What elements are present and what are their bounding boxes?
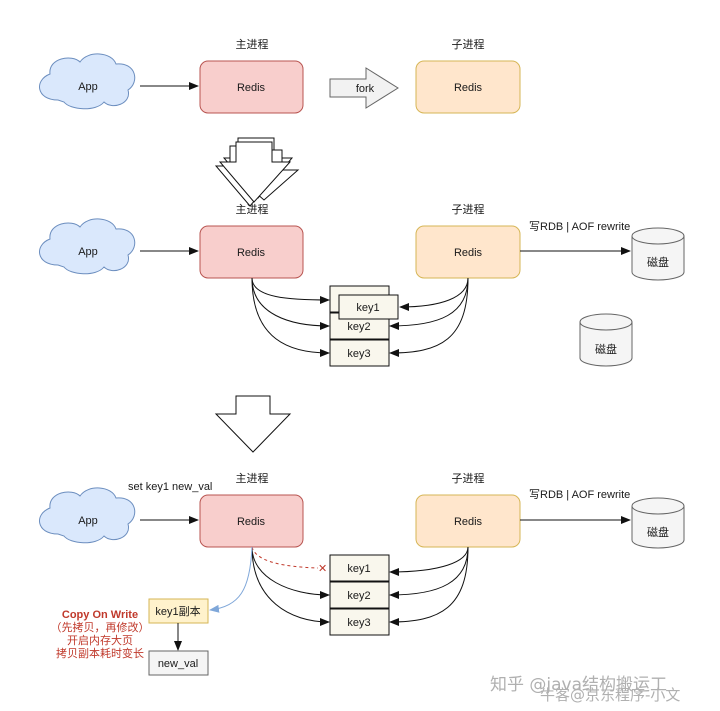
cow-title: Copy On Write — [62, 609, 138, 621]
flow-down-arrow-2 — [214, 395, 292, 453]
main-process-label-3: 主进程 — [236, 472, 269, 485]
new-val-label: new_val — [158, 658, 198, 670]
cow-line2: 开启内存大页 — [67, 633, 133, 647]
arrow-main-to-copy — [209, 546, 253, 613]
main-to-keys-arrows-3 — [251, 546, 330, 626]
watermark-line1: 知乎 @java结构搬运工 — [490, 675, 667, 695]
key3-label-2: key3 — [347, 348, 370, 360]
redis-child-box-3: Redis — [415, 494, 521, 548]
cow-line3: 拷贝副本耗时变长 — [56, 646, 144, 660]
key1-copy-label: key1副本 — [155, 604, 200, 618]
watermark-line2: 牛客@京东程序-小文 — [540, 686, 680, 704]
child-process-label-2: 子进程 — [452, 203, 485, 216]
broken-link-x-mark: ✕ — [318, 562, 327, 575]
key-stack-2: key1 key2 key3 — [329, 285, 399, 367]
redis-child-box-1: Redis — [415, 60, 521, 114]
write-rdb-label-3: 写RDB | AOF rewrite — [529, 489, 630, 501]
fork-arrow: fork — [329, 67, 399, 109]
redis-main-box-3: Redis — [199, 494, 304, 548]
disk-cylinder-3: 磁盘 — [631, 497, 685, 549]
redis-main-label-1: Redis — [237, 82, 266, 94]
write-rdb-label-2: 写RDB | AOF rewrite — [529, 221, 630, 233]
cow-line1: （先拷贝，再修改） — [51, 620, 150, 634]
child-process-label-1: 子进程 — [452, 38, 485, 51]
key-stack-3: key1 key2 key3 — [329, 554, 390, 636]
main-to-keys-arrows-2 — [251, 277, 330, 357]
redis-child-label-1: Redis — [454, 82, 483, 94]
key1-box-2 — [338, 294, 399, 320]
key2-box-3 — [329, 581, 390, 609]
app-cloud-3: App — [39, 487, 136, 544]
key3-label-3: key3 — [347, 617, 370, 629]
app-label-1: App — [78, 81, 98, 93]
main-process-label-1: 主进程 — [236, 38, 269, 51]
app-label-2: App — [78, 246, 98, 258]
redis-main-label-3: Redis — [237, 516, 266, 528]
broken-link-key1 — [251, 546, 319, 569]
app-label-3: App — [78, 515, 98, 527]
flow-down-arrow-1 — [214, 137, 300, 207]
key1-label-2: key1 — [356, 302, 379, 314]
key3-box-3 — [329, 608, 390, 636]
redis-main-box-1: Redis — [199, 60, 304, 114]
main-process-label-2: 主进程 — [236, 203, 269, 216]
redis-child-label-2: Redis — [454, 247, 483, 259]
disk-cylinder-extra: 磁盘 — [579, 313, 633, 367]
redis-child-label-3: Redis — [454, 516, 483, 528]
set-command-label: set key1 new_val — [128, 481, 212, 493]
disk-label-3: 磁盘 — [647, 525, 669, 539]
redis-child-box-2: Redis — [415, 225, 521, 279]
fork-label: fork — [356, 83, 375, 95]
disk-label-extra: 磁盘 — [595, 342, 617, 356]
app-cloud-1: App — [39, 53, 136, 110]
disk-label-2: 磁盘 — [647, 255, 669, 269]
child-to-keys-arrows-3 — [389, 546, 469, 626]
key1-copy-box: key1副本 — [148, 598, 209, 624]
disk-cylinder-2: 磁盘 — [631, 227, 685, 281]
key2-label-2: key2 — [347, 321, 370, 333]
key1-box-3 — [329, 554, 390, 582]
key3-box-2 — [329, 339, 390, 367]
app-cloud-2: App — [39, 218, 136, 275]
cow-note: Copy On Write （先拷贝，再修改） 开启内存大页 拷贝副本耗时变长 — [51, 609, 150, 660]
key2-label-3: key2 — [347, 590, 370, 602]
redis-main-box-2: Redis — [199, 225, 304, 279]
redis-main-label-2: Redis — [237, 247, 266, 259]
child-to-keys-arrows-2 — [389, 277, 469, 357]
new-val-box: new_val — [148, 650, 209, 676]
key1-label-3: key1 — [347, 563, 370, 575]
child-process-label-3: 子进程 — [452, 472, 485, 485]
